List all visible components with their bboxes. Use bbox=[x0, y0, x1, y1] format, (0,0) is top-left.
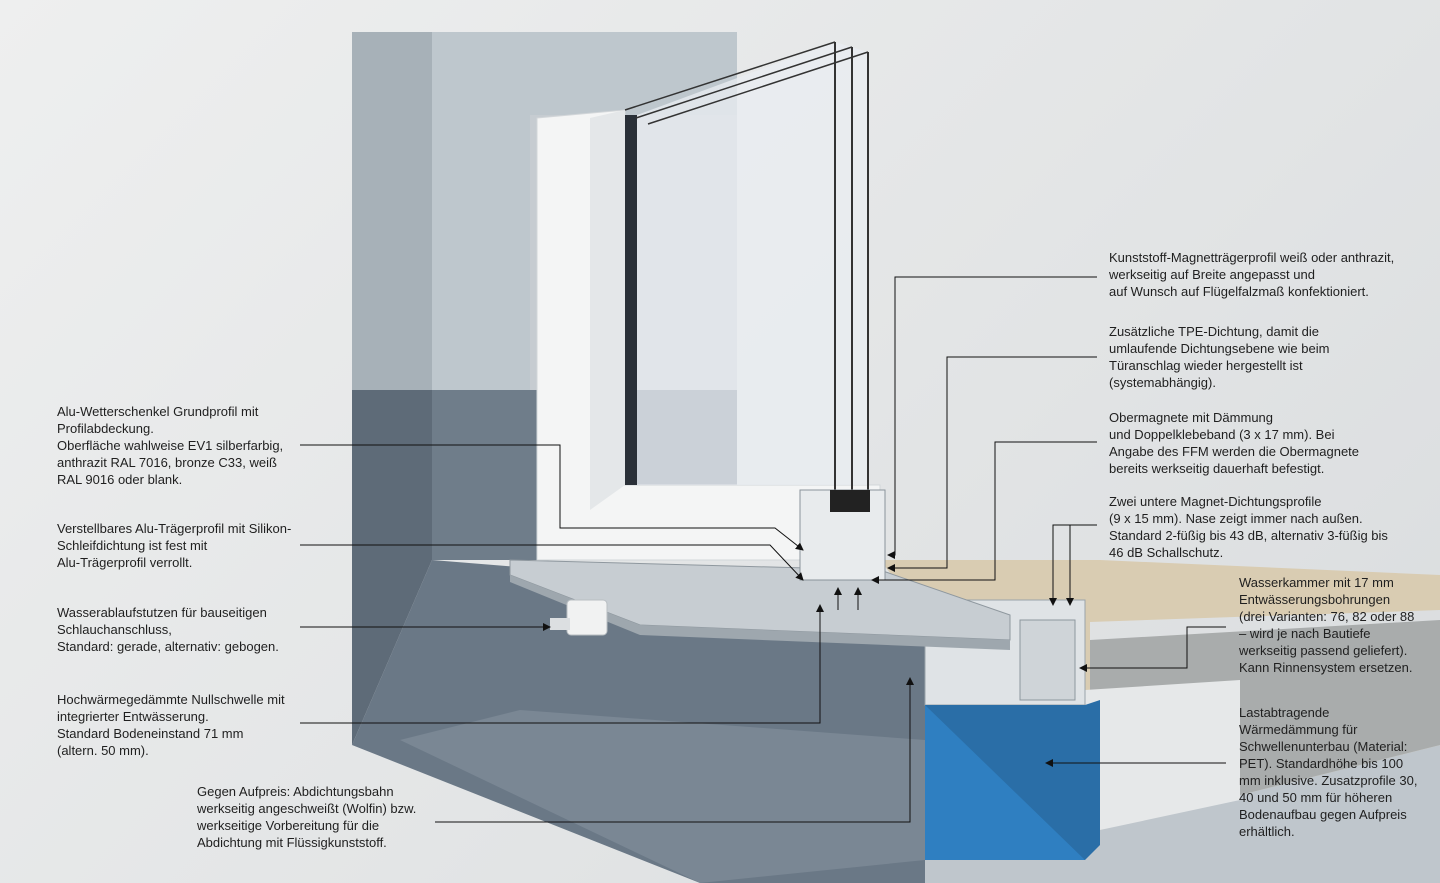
wall-side-lower bbox=[352, 390, 432, 745]
annotation-weather-bar: Alu-Wetterschenkel Grundprofil mit Profi… bbox=[57, 404, 284, 487]
glass-pane-dark-edge bbox=[625, 115, 637, 485]
ground bbox=[700, 745, 1440, 883]
annotation-water-chamber: Wasserkammer mit 17 mm Entwässerungsbohr… bbox=[1239, 575, 1415, 675]
annotation-magnet-carrier: Kunststoff-Magnetträgerprofil weiß oder … bbox=[1109, 250, 1395, 299]
annotation-tpe-seal: Zusätzliche TPE-Dichtung, damit die umla… bbox=[1109, 324, 1330, 390]
leader-lines bbox=[300, 276, 1226, 823]
annotation-zero-threshold: Hochwärmegedämmte Nullschwelle mit integ… bbox=[57, 692, 285, 758]
annotation-carrier-profile: Verstellbares Alu-Trägerprofil mit Silik… bbox=[57, 521, 292, 570]
glass bbox=[637, 42, 868, 485]
sealing-membrane-face bbox=[400, 710, 925, 883]
annotation-upper-magnets: Obermagnete mit Dämmung und Doppelklebeb… bbox=[1109, 410, 1360, 476]
annotation-insulation: Lastabtragende Wärmedämmung für Schwelle… bbox=[1239, 705, 1418, 839]
wall-side-upper bbox=[352, 32, 432, 390]
screed-front bbox=[1085, 680, 1240, 830]
drain-outlet bbox=[566, 599, 608, 636]
annotation-drain-outlet: Wasserablaufstutzen für bauseitigen Schl… bbox=[57, 605, 279, 654]
annotation-lower-magnet-profiles: Zwei untere Magnet-Dichtungsprofile (9 x… bbox=[1109, 494, 1388, 560]
annotation-sealing-membrane: Gegen Aufpreis: Abdichtungsbahn werkseit… bbox=[197, 784, 417, 850]
